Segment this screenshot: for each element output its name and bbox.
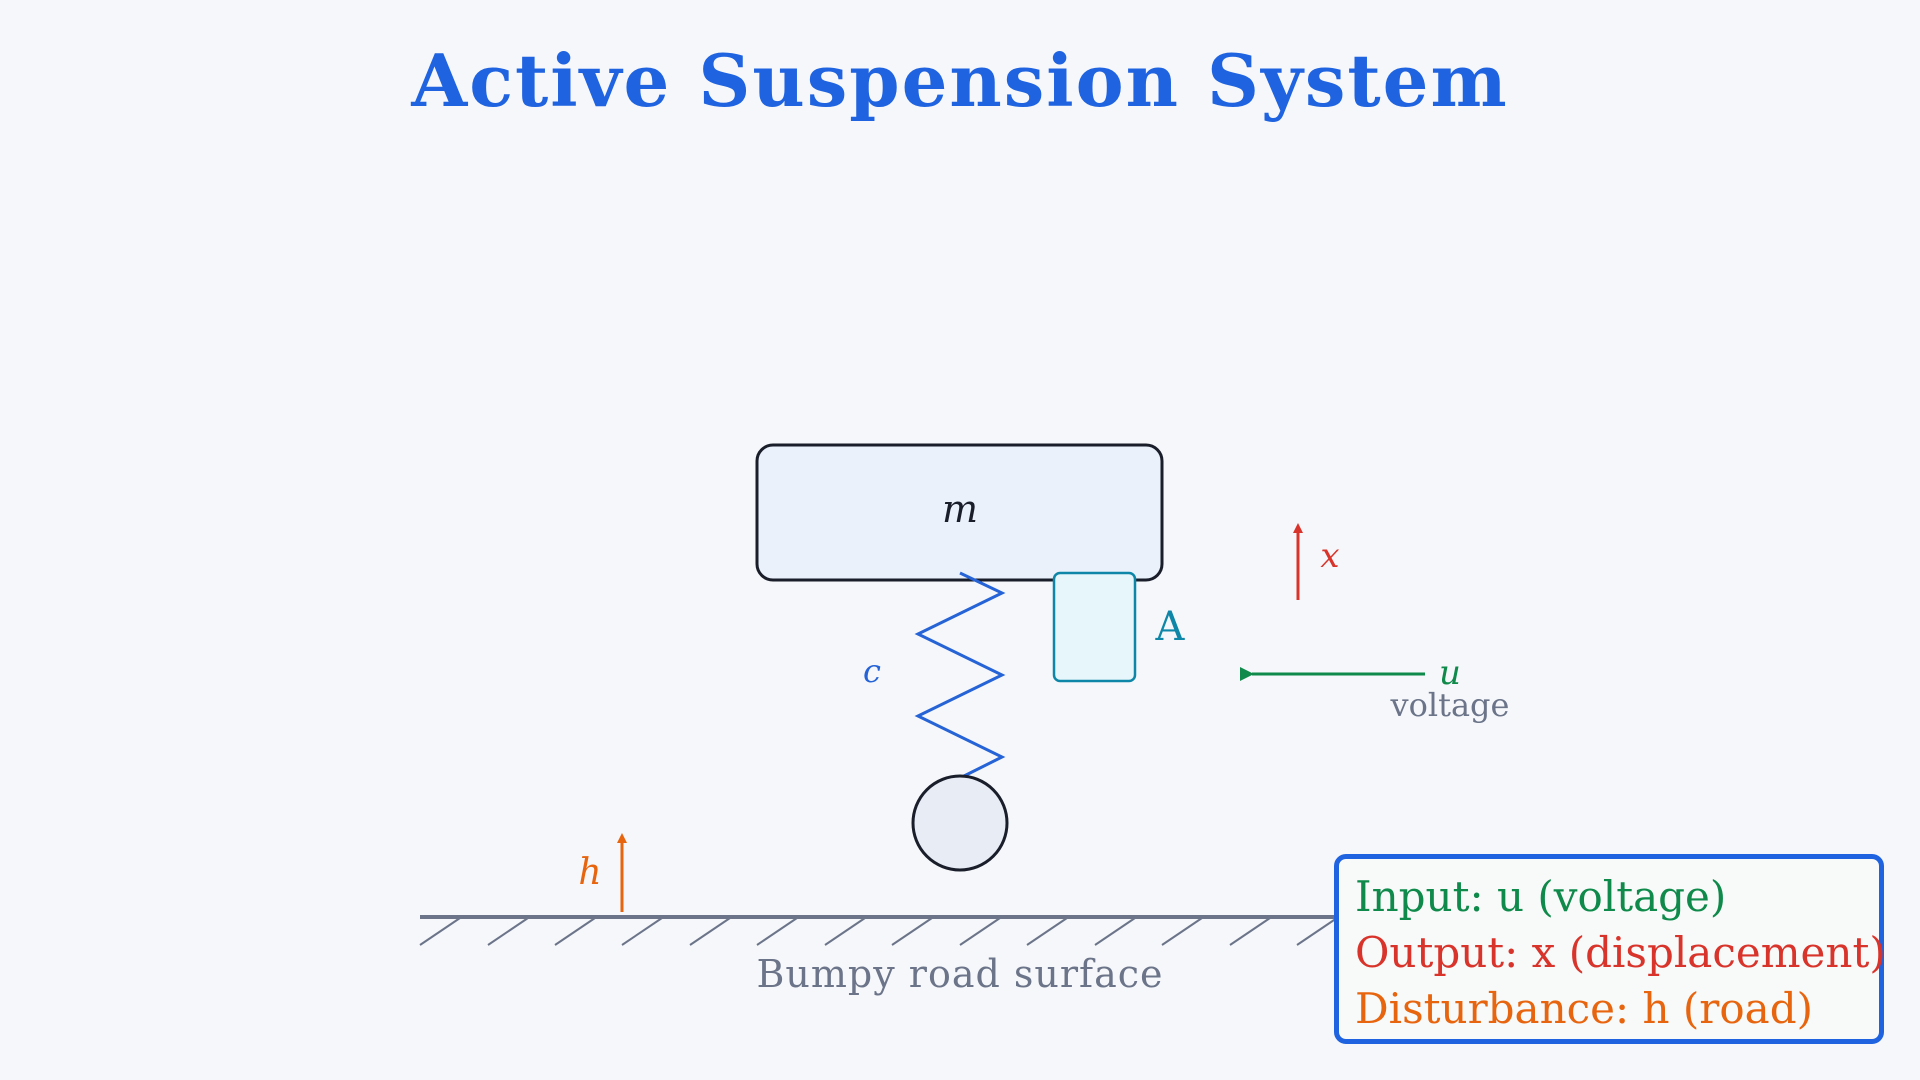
legend-output: Output: x (displacement): [1355, 928, 1886, 977]
actuator-label: A: [1155, 604, 1186, 650]
disturbance-label: h: [578, 852, 601, 893]
input-description: voltage: [1390, 686, 1510, 724]
legend-disturbance: Disturbance: h (road): [1355, 984, 1813, 1033]
wheel: [911, 774, 1009, 872]
road-hatching: [419, 917, 1338, 946]
diagram-title: Active Suspension System: [411, 38, 1509, 123]
road-label: Bumpy road surface: [756, 952, 1163, 996]
displacement-label: x: [1320, 536, 1339, 576]
spring: [914, 571, 1006, 780]
actuator-block: [1052, 571, 1137, 683]
spring-label: c: [863, 652, 881, 690]
legend-box: Input: u (voltage) Output: x (displaceme…: [1334, 854, 1886, 1044]
legend-input: Input: u (voltage): [1355, 872, 1727, 921]
mass-block: [755, 443, 1164, 582]
input-label: u: [1439, 653, 1461, 693]
mass-label: m: [942, 487, 978, 531]
